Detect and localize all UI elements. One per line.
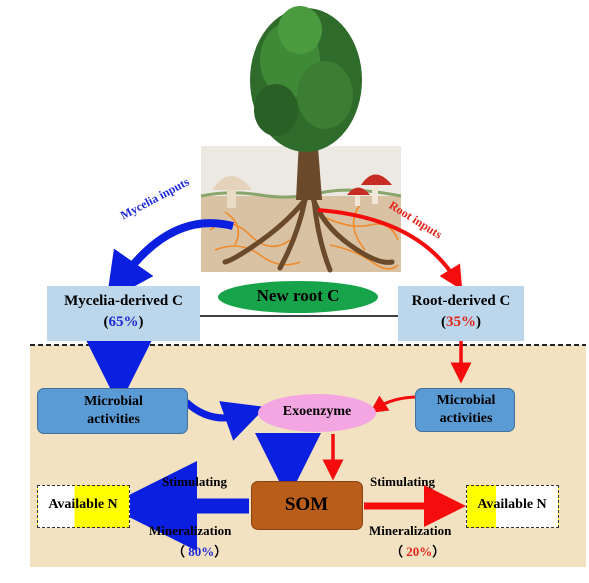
available-n-right-label: Available N: [477, 497, 547, 512]
microbial-activities-right-box: Microbial activities: [415, 388, 515, 432]
root-inputs-arrow: [317, 208, 463, 291]
root-percent-value: 35%: [446, 314, 476, 330]
new-root-c-ellipse: New root C: [218, 281, 378, 313]
mycelia-inputs-arrow: [106, 219, 234, 302]
available-n-left-label: Available N: [48, 497, 118, 512]
mycelia-derived-c-percent: (65%): [103, 314, 144, 330]
exoenzyme-label: Exoenzyme: [282, 404, 352, 419]
som-label: SOM: [284, 494, 329, 515]
mineralization-left-percent: （ 80%）: [172, 544, 228, 559]
mineralization-left-percent-value: 80%: [188, 544, 215, 559]
mycelia-derived-c-title: Mycelia-derived C: [64, 293, 183, 309]
mineralization-right-percent: （ 20%）: [390, 544, 446, 559]
available-n-left-box: Available N: [37, 485, 130, 528]
exoenzyme-ellipse: Exoenzyme: [258, 394, 376, 432]
root-derived-c-box: Root-derived C (35%): [398, 286, 524, 341]
new-root-c-label: New root C: [256, 286, 340, 305]
microbial-activities-left-box: Microbial activities: [37, 388, 188, 434]
microbial-activities-right-label: Microbial activities: [436, 393, 496, 426]
som-box: SOM: [251, 481, 363, 530]
microbial-activities-left-label: Microbial activities: [84, 394, 143, 427]
stimulating-right-label: Stimulating: [370, 474, 436, 489]
mineralization-right-percent-value: 20%: [406, 544, 433, 559]
soil-background: [30, 345, 586, 567]
available-n-right-box: Available N: [466, 485, 559, 528]
mineralization-left-label: Mineralization: [149, 523, 232, 538]
mycelia-derived-c-box: Mycelia-derived C (65%): [47, 286, 200, 341]
root-derived-c-percent: (35%): [441, 314, 481, 330]
microbial-right-to-exoenzyme-arrow: [369, 395, 416, 413]
stimulating-left-label: Stimulating: [162, 474, 228, 489]
root-derived-c-title: Root-derived C: [411, 293, 511, 309]
mycelia-percent-value: 65%: [108, 314, 139, 330]
tree-illustration: [200, 6, 402, 273]
microbial-left-to-exoenzyme-arrow: [183, 399, 266, 441]
mineralization-right-label: Mineralization: [369, 523, 452, 538]
